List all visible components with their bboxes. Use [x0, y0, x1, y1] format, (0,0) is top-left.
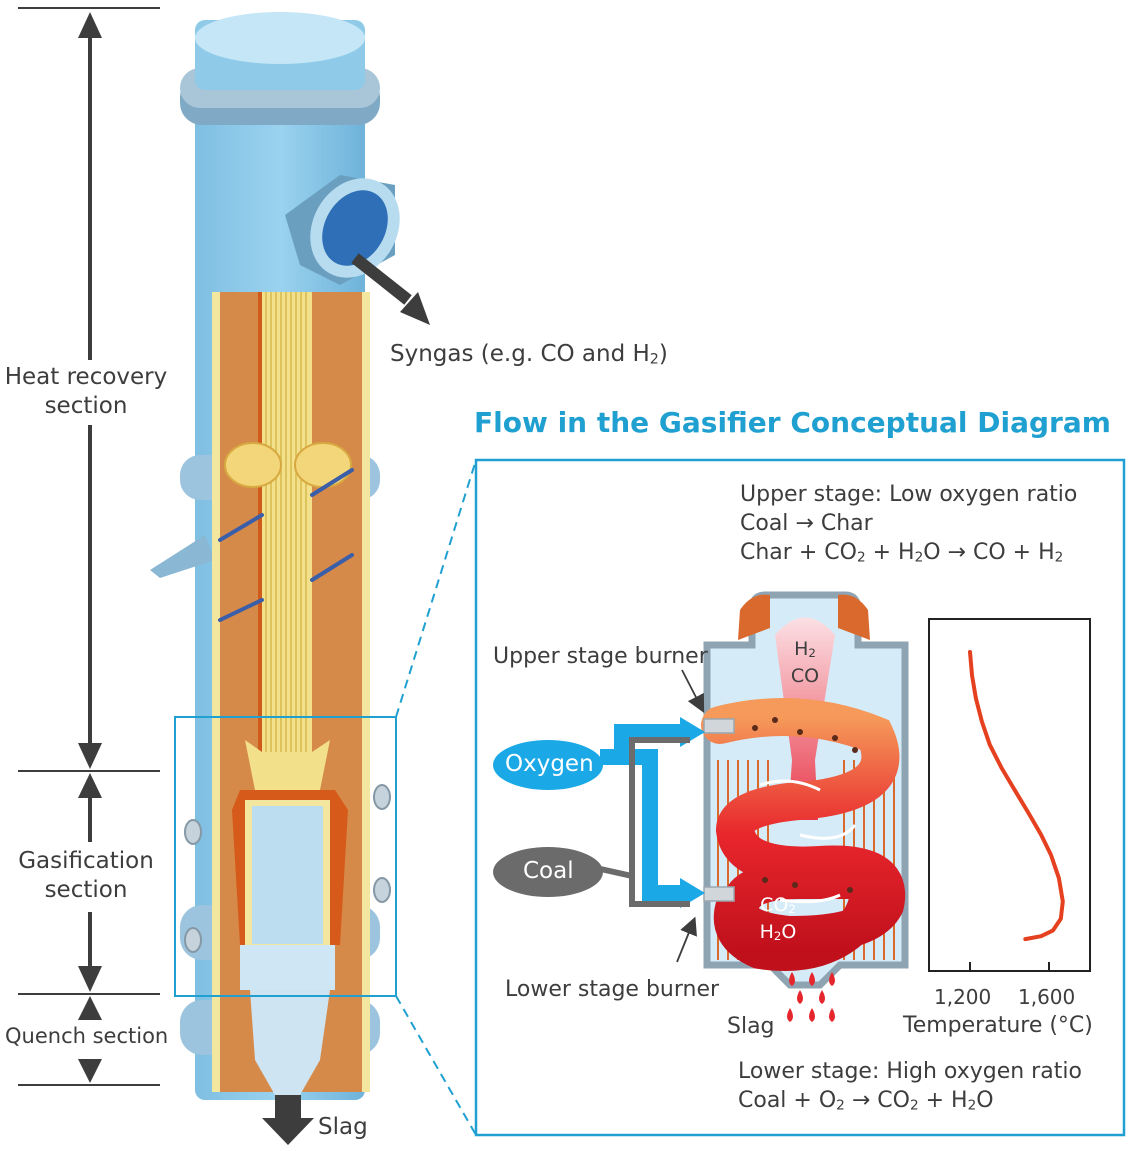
- lower-burner: [703, 886, 735, 902]
- coal-pill: [493, 847, 603, 897]
- label-slag-inner: Slag: [727, 1014, 775, 1039]
- upper-stage-text: Upper stage: Low oxygen ratio Coal → Cha…: [740, 480, 1077, 572]
- label-oxygen: Oxygen: [505, 751, 594, 777]
- tick-label-1200: 1,200: [934, 985, 992, 1009]
- zoom-source-box: [174, 716, 397, 997]
- label-quench: Quench section: [5, 1024, 169, 1048]
- temperature-chart: [928, 618, 1091, 972]
- label-co2-h2o: CO2 H2O: [759, 894, 797, 944]
- lower-stage-line1: Lower stage: High oxygen ratio: [738, 1059, 1082, 1084]
- panel-title: Flow in the Gasifier Conceptual Diagram: [474, 406, 1111, 439]
- gasifier-vessel: [150, 12, 400, 1145]
- chart-xlabel: Temperature (°C): [903, 1013, 1093, 1038]
- label-lower-burner: Lower stage burner: [505, 977, 720, 1002]
- label-coal: Coal: [523, 858, 574, 884]
- dimension-lines: [18, 7, 160, 1086]
- oxygen-pill: [493, 740, 603, 790]
- upper-stage-line1: Upper stage: Low oxygen ratio: [740, 482, 1078, 507]
- label-upper-burner: Upper stage burner: [493, 644, 708, 669]
- upper-stage-line2: Coal → Char: [740, 511, 873, 536]
- label-h2-co: H2 CO: [790, 638, 820, 688]
- upper-stage-line3: Char + CO2 + H2O → CO + H2: [740, 540, 1064, 566]
- label-gasification: Gasification section: [18, 848, 154, 903]
- lower-stage-text: Lower stage: High oxygen ratio Coal + O2…: [738, 1057, 1082, 1120]
- label-heat-recovery: Heat recovery section: [4, 364, 168, 419]
- temperature-curve: [968, 650, 1065, 942]
- tube-bundle: [245, 292, 330, 790]
- upper-burner: [703, 718, 735, 734]
- slag-drops: [787, 972, 835, 1022]
- label-syngas: Syngas (e.g. CO and H2): [390, 341, 668, 368]
- inner-gasifier: [701, 591, 909, 1022]
- lower-stage-line2: Coal + O2 → CO2 + H2O: [738, 1088, 994, 1114]
- chart-frame: [928, 618, 1091, 972]
- tick-label-1600: 1,600: [1018, 985, 1076, 1009]
- label-slag-bottom: Slag: [318, 1114, 368, 1140]
- syngas-arrow: [351, 253, 412, 305]
